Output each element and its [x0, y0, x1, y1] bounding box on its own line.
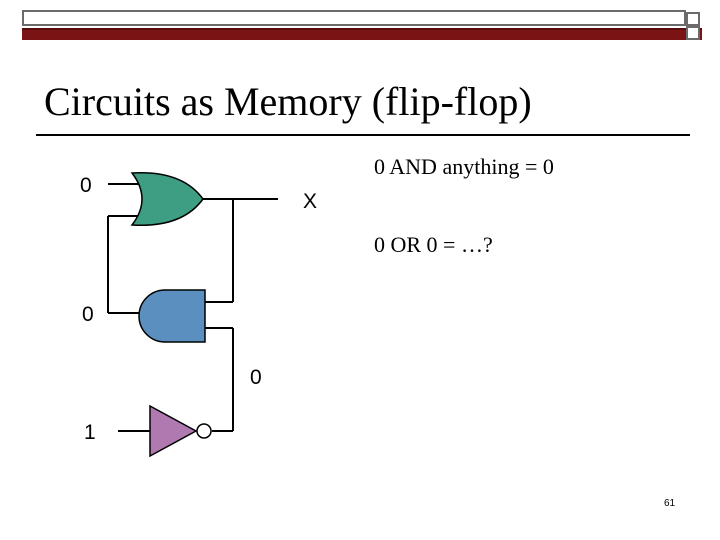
header-bar-band — [22, 28, 702, 40]
bullet-and-rule: 0 AND anything = 0 — [374, 154, 554, 179]
header-bar-outline — [22, 10, 686, 26]
and-input-label: 0 — [82, 303, 94, 326]
header-corner-box-bottom — [686, 26, 700, 40]
slide-header-frame — [22, 10, 702, 40]
circuit-wires — [107, 183, 278, 432]
output-x-label: X — [303, 190, 317, 213]
not-input-label: 1 — [84, 421, 96, 444]
bullet-or-question: 0 OR 0 = …? — [374, 232, 493, 257]
or-input-label: 0 — [80, 174, 92, 197]
flip-flop-circuit-diagram: 0 0 1 0 X — [80, 171, 317, 458]
not-output-label: 0 — [250, 366, 262, 389]
not-gate — [149, 404, 198, 458]
page-number: 61 — [664, 498, 676, 509]
header-corner-box-top — [686, 12, 700, 26]
not-gate-inversion-bubble — [196, 423, 212, 439]
or-gate — [130, 171, 204, 227]
and-gate — [138, 289, 206, 343]
slide-title: Circuits as Memory (flip-flop) — [44, 79, 532, 124]
title-underline — [36, 134, 690, 136]
